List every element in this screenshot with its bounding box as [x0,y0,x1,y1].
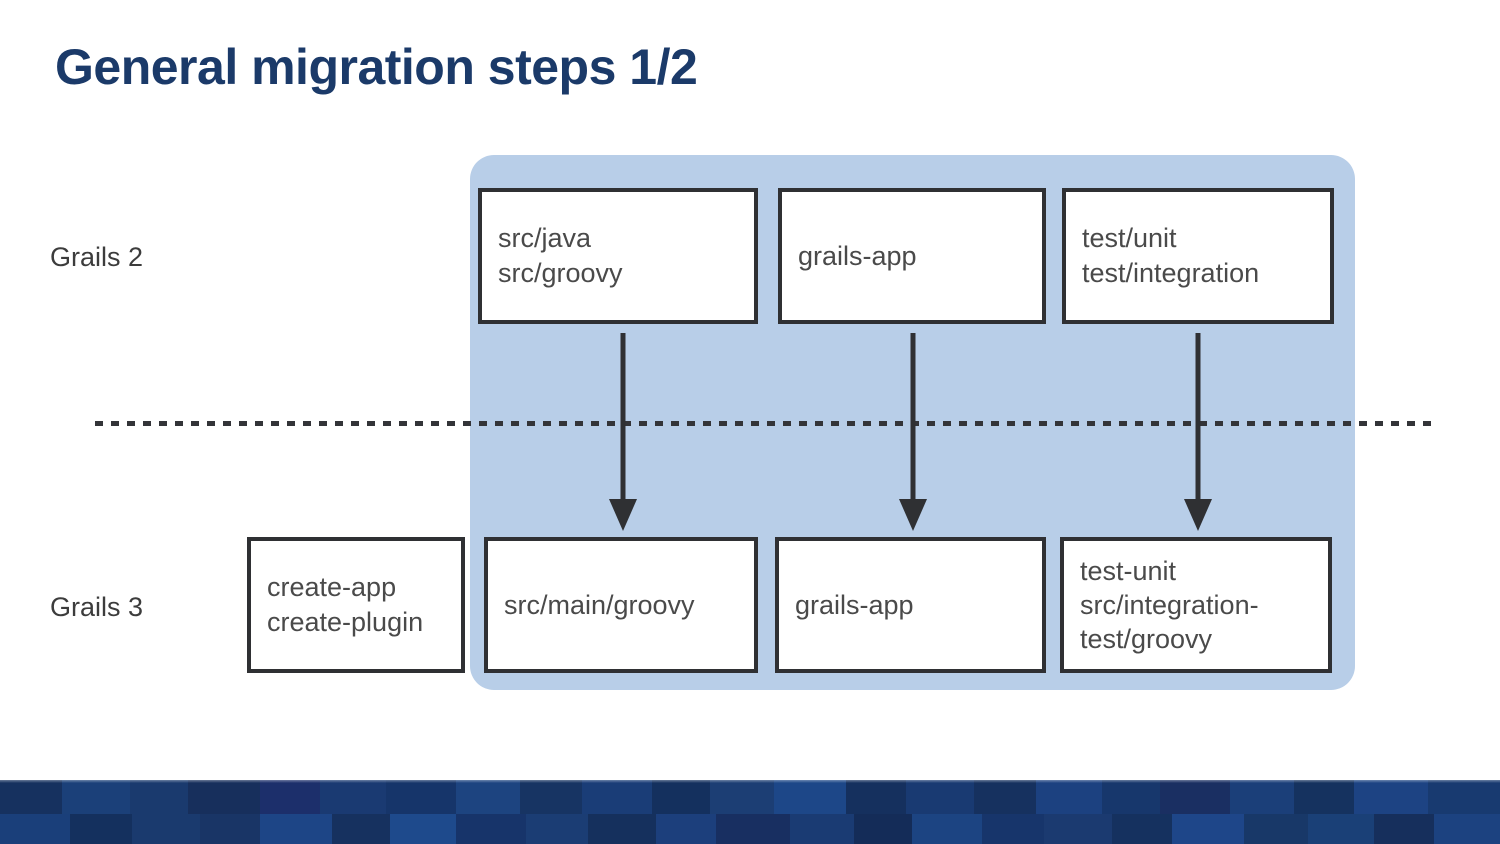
footer-tile [1308,814,1374,844]
footer-tile [132,814,200,844]
row-label-grails-3: Grails 3 [50,592,144,622]
footer-tile [260,780,320,814]
node-box-label: grails-app [798,240,917,271]
footer-tile [0,814,70,844]
arrow-down-icon [899,333,927,531]
footer-tile [582,780,652,814]
footer-tile [390,814,456,844]
footer-tile [790,814,854,844]
footer-tile [1102,780,1160,814]
node-box-label: create-app create-plugin [267,572,424,637]
node-box-src-java[interactable]: src/java src/groovy [478,188,758,324]
arrow-down-icon [1184,333,1212,531]
footer-tile [1044,814,1112,844]
footer-tile [526,814,588,844]
footer-sheen [0,780,1500,783]
footer-tile [588,814,656,844]
footer-tile [1160,780,1230,814]
footer-tile [710,780,774,814]
page-title: General migration steps 1/2 [55,39,698,95]
footer-tile [1294,780,1354,814]
row-label-grails-2: Grails 2 [50,242,144,272]
footer-tile [1036,780,1102,814]
node-box-test-unit[interactable]: test/unit test/integration [1062,188,1334,324]
node-box-label: test/unit test/integration [1082,223,1260,288]
footer-tile [1428,780,1500,814]
node-box-label: test-unit src/integration- test/groovy [1080,555,1259,654]
footer-tile [906,780,974,814]
node-box-label: grails-app [795,589,914,620]
footer-tile [332,814,390,844]
footer-tile [912,814,982,844]
footer-tile [320,780,386,814]
footer-tile [456,814,526,844]
footer-tile [0,780,62,814]
footer-tile [1112,814,1172,844]
footer-tile [774,780,846,814]
footer-tile [1244,814,1308,844]
footer-mosaic-bar [0,780,1500,844]
footer-tile [1354,780,1428,814]
footer-tile [130,780,188,814]
footer-tile [260,814,332,844]
footer-tile [974,780,1036,814]
footer-tile [520,780,582,814]
footer-tile [200,814,260,844]
node-box-grails-app-3[interactable]: grails-app [775,537,1046,673]
node-box-test-unit-3[interactable]: test-unit src/integration- test/groovy [1060,537,1332,673]
footer-tile [1434,814,1500,844]
footer-tile [1230,780,1294,814]
footer-tile [854,814,912,844]
footer-tile [982,814,1044,844]
node-box-src-main-groovy[interactable]: src/main/groovy [484,537,758,673]
footer-tile [456,780,520,814]
version-divider [95,421,1437,426]
footer-tile [716,814,790,844]
footer-tile [846,780,906,814]
footer-tile [188,780,260,814]
footer-tile [70,814,132,844]
footer-tile [1172,814,1244,844]
footer-tile [656,814,716,844]
node-box-label: src/java src/groovy [498,223,623,288]
node-box-create-app[interactable]: create-app create-plugin [247,537,465,673]
node-box-label: src/main/groovy [504,589,695,620]
footer-tile [386,780,456,814]
footer-tile [62,780,130,814]
node-box-grails-app-2[interactable]: grails-app [778,188,1046,324]
footer-tile [652,780,710,814]
arrow-down-icon [609,333,637,531]
footer-tile [1374,814,1434,844]
